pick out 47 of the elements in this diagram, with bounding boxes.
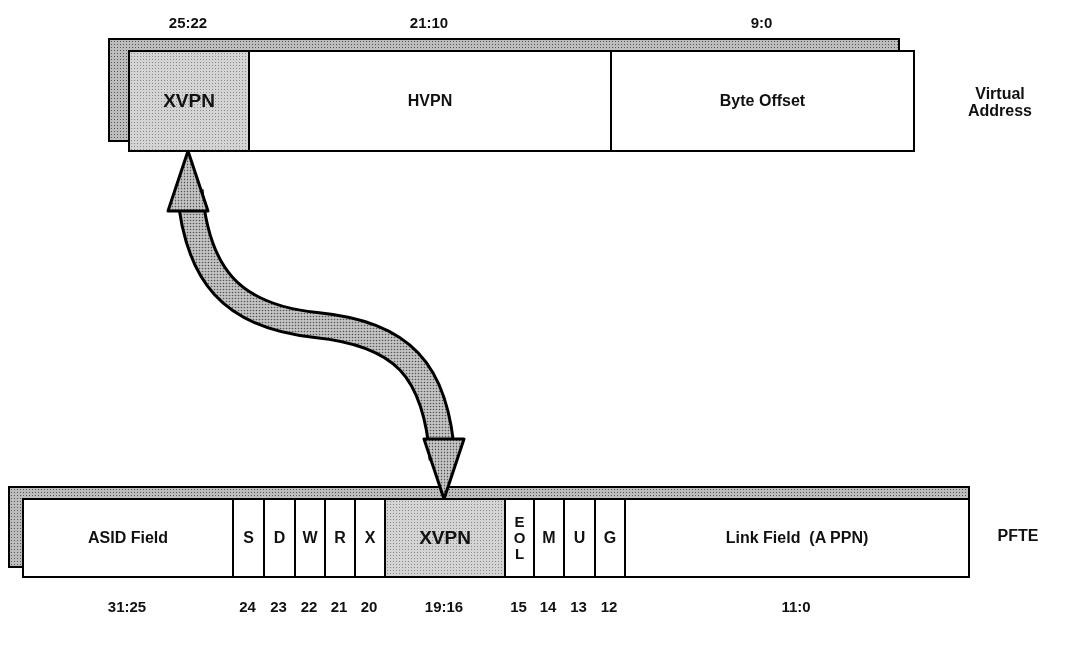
register-name: PFTE (996, 528, 1040, 545)
bit-range-label: 21:10 (409, 14, 449, 31)
bit-field (263, 498, 296, 578)
field-name: ASID Field (88, 529, 168, 547)
field-name: EOL (512, 514, 527, 562)
field-name: G (603, 529, 617, 547)
field-name: S (243, 529, 254, 547)
bit-range-label: 19:16 (424, 598, 464, 615)
bit-range-label: 9:0 (750, 14, 773, 31)
bit-range-label: 31:25 (107, 598, 147, 615)
field-name: D (273, 529, 286, 547)
bit-range-label: 24 (239, 598, 256, 615)
bit-field (324, 498, 356, 578)
bit-field (22, 498, 234, 578)
bit-field (533, 498, 565, 578)
bit-range-label: 11:0 (781, 598, 811, 615)
field-name: Byte Offset (719, 92, 806, 110)
bit-field (610, 50, 915, 152)
bit-range-label: 22 (300, 598, 318, 615)
bit-field (354, 498, 386, 578)
bit-field (563, 498, 596, 578)
field-name: HVPN (407, 92, 453, 110)
bit-field (248, 50, 612, 152)
bit-range-label: 14 (539, 598, 557, 615)
bit-range-label: 21 (330, 598, 348, 615)
bit-range-label: 13 (570, 598, 587, 615)
bit-field (294, 498, 326, 578)
bit-range-label: 15 (510, 598, 527, 615)
field-name: XVPN (163, 90, 215, 112)
bit-field (594, 498, 626, 578)
bit-range-label: 12 (600, 598, 618, 615)
field-name: XVPN (419, 527, 471, 549)
field-name: X (364, 529, 376, 547)
bit-field (624, 498, 970, 578)
field-name: Link Field (A PPN) (725, 529, 869, 547)
bit-field (504, 498, 535, 578)
field-name: M (542, 529, 556, 547)
register-name: Virtual Address (967, 86, 1033, 120)
bit-field (232, 498, 265, 578)
bit-range-label: 20 (360, 598, 378, 615)
field-name: R (334, 529, 346, 547)
bit-range-label: 25:22 (168, 14, 208, 31)
bit-field (128, 50, 250, 152)
bit-range-label: 23 (270, 598, 287, 615)
bit-field (384, 498, 506, 578)
field-name: U (573, 529, 586, 547)
field-name: W (302, 529, 318, 547)
